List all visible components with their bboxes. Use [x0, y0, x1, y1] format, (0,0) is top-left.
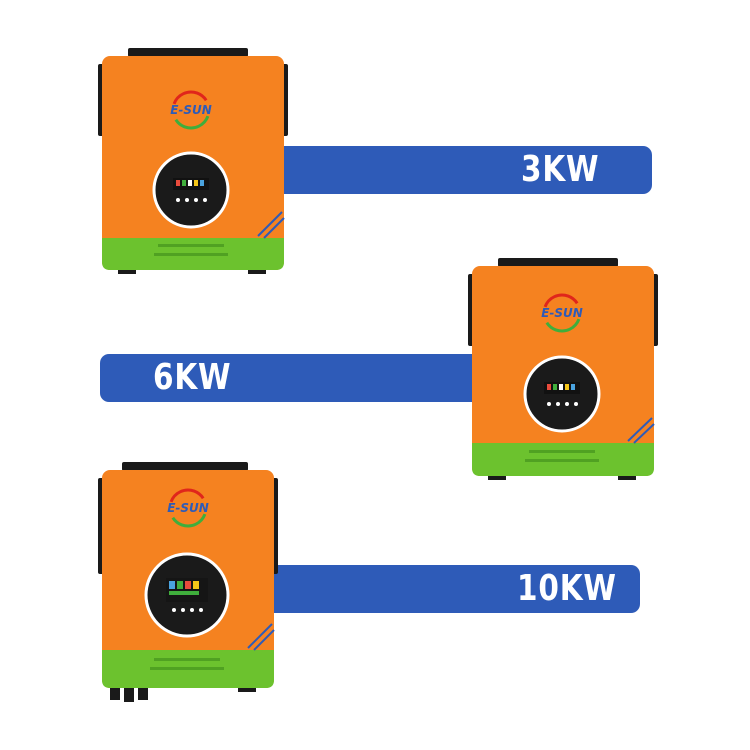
- inverter-6kw: E-SUN: [468, 258, 658, 483]
- inverter-3kw: E-SUN: [98, 48, 288, 278]
- brand-logo: E-SUN: [170, 103, 212, 117]
- power-label-10kw: 10KW: [517, 568, 617, 609]
- power-label-6kw: 6KW: [153, 357, 232, 398]
- inverter-10kw: E-SUN: [98, 462, 278, 707]
- power-band-10kw: 10KW: [255, 565, 640, 613]
- brand-logo-text: E-SUN: [167, 501, 209, 515]
- brand-logo-text: E-SUN: [541, 306, 583, 320]
- brand-logo: E-SUN: [541, 306, 583, 320]
- power-band-3kw: 3KW: [262, 146, 652, 194]
- brand-logo-text: E-SUN: [170, 103, 212, 117]
- power-band-6kw: 6KW: [100, 354, 490, 402]
- brand-logo: E-SUN: [167, 501, 209, 515]
- power-label-3kw: 3KW: [521, 149, 600, 190]
